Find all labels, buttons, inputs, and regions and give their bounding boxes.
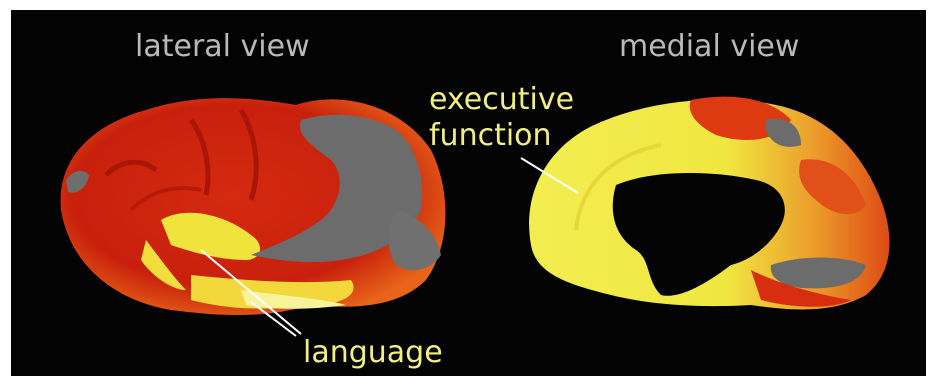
- lateral-hemisphere: [61, 98, 446, 315]
- language-label: language: [303, 336, 443, 369]
- executive-function-line2: function: [429, 118, 574, 154]
- brain-figure: lateral view medial view executive funct…: [11, 10, 926, 376]
- lateral-view-title: lateral view: [135, 30, 310, 63]
- executive-function-label: executive function: [429, 82, 574, 154]
- executive-function-line1: executive: [429, 82, 574, 118]
- medial-view-title: medial view: [619, 30, 799, 63]
- medial-hemisphere: [529, 97, 889, 310]
- brain-illustration: [11, 10, 926, 376]
